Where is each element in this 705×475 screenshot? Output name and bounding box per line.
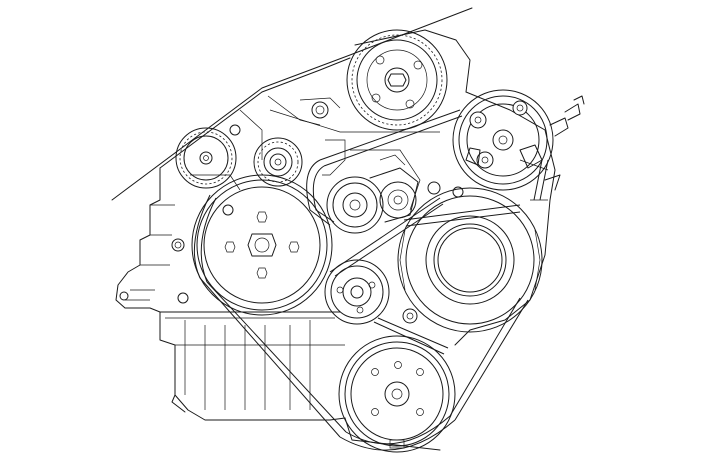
alternator-pulley [397, 187, 543, 333]
timing-idler-sprocket [175, 127, 237, 189]
power-steering-pump [452, 89, 585, 191]
crankshaft-pulley [338, 335, 456, 453]
timing-tensioner [253, 137, 303, 187]
water-pump-pulley [191, 174, 333, 316]
belt-tensioner [326, 154, 419, 234]
camshaft-sprocket [346, 29, 448, 131]
idler-pulley [324, 259, 390, 325]
drive-belt [193, 109, 549, 451]
